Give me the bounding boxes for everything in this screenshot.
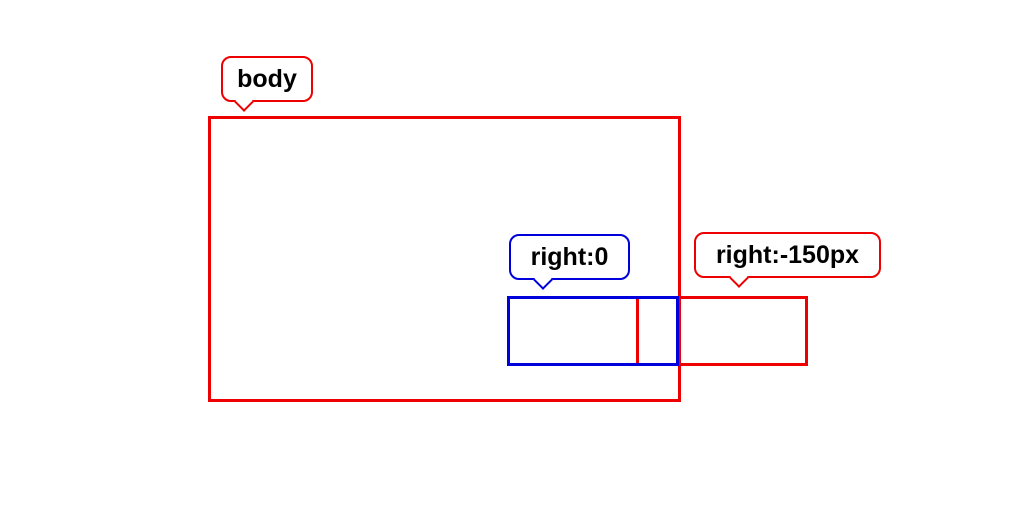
body-callout-label: body	[237, 65, 297, 93]
right-negative-callout: right:-150px	[694, 232, 881, 288]
right-zero-callout: right:0	[509, 234, 630, 290]
right-negative-150-box	[636, 296, 808, 366]
right-zero-box	[507, 296, 679, 366]
body-box	[208, 116, 681, 402]
right-negative-callout-label: right:-150px	[715, 241, 860, 269]
body-callout: body	[221, 56, 313, 112]
right-zero-callout-label: right:0	[530, 243, 609, 271]
